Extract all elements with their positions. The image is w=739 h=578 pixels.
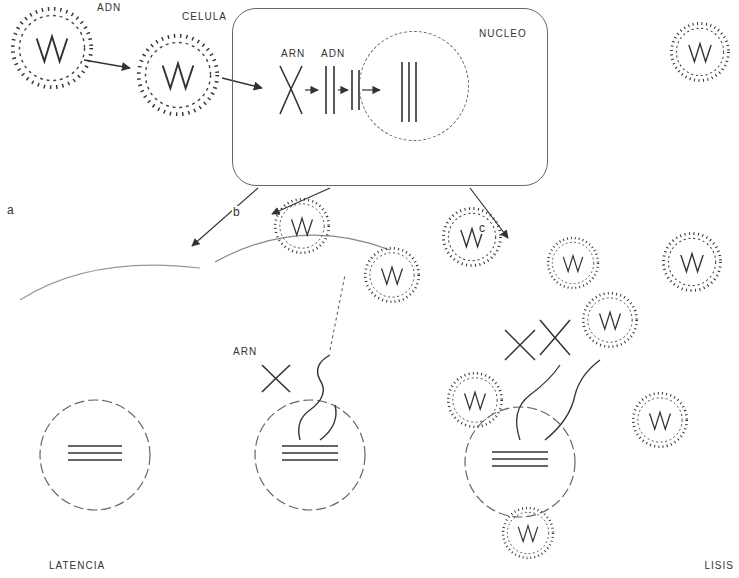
- panel-letter: c: [478, 222, 487, 234]
- node-label: ADN: [96, 2, 122, 14]
- panel-caption: LATENCIA: [48, 560, 106, 572]
- virus-outline: [8, 4, 96, 92]
- strand-label: ARN: [232, 346, 258, 358]
- panel-letter: a: [6, 204, 16, 216]
- node-label: CELULA: [181, 11, 228, 23]
- cell-outline: CELULANUCLEO: [232, 8, 548, 186]
- panel-caption: LISIS: [704, 560, 735, 572]
- panel-letter: b: [232, 206, 242, 218]
- node-label: NUCLEO: [478, 28, 528, 40]
- virus-particle: ADN: [8, 4, 96, 92]
- nucleus-circle: NUCLEO: [359, 31, 469, 141]
- strand-label: ARN: [280, 48, 306, 60]
- strand-label: ADN: [320, 48, 346, 60]
